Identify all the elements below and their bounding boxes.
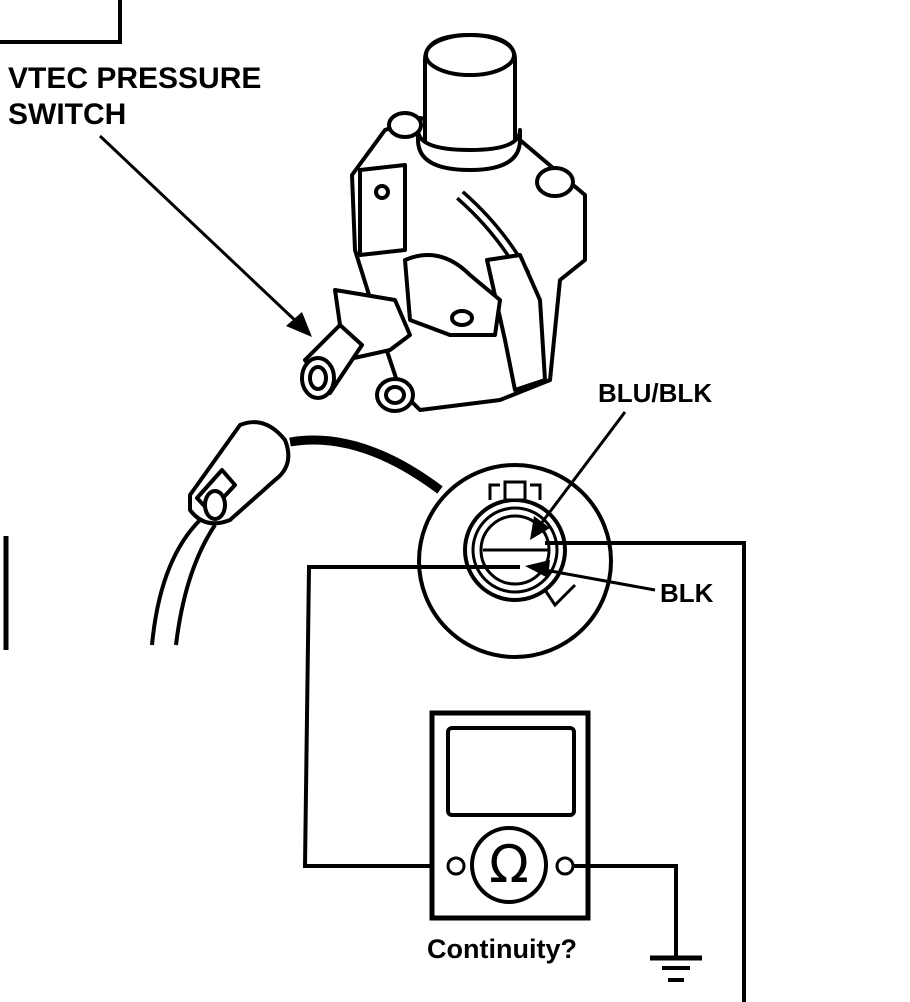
label-blu-blk: BLU/BLK <box>598 378 712 408</box>
title-line-1: VTEC PRESSURE <box>8 62 261 95</box>
title-line-2: SWITCH <box>8 98 126 131</box>
harness-connector <box>150 420 443 646</box>
meter-terminal-right <box>555 856 575 876</box>
meter-display <box>446 726 576 817</box>
probe-wire-blk <box>302 565 520 868</box>
leader-arrow-switch <box>98 134 312 337</box>
ground-wire <box>573 864 678 958</box>
vtec-pressure-switch <box>300 33 587 413</box>
probe-wire-blu-blk <box>545 541 746 1002</box>
arrow-blu-blk <box>530 411 627 540</box>
meter-caption: Continuity? <box>427 934 577 964</box>
label-blk: BLK <box>660 578 714 608</box>
terminal-detail-circle <box>417 463 613 659</box>
frame-box-top-left <box>0 0 122 44</box>
meter-terminal-left <box>446 856 466 876</box>
ohm-icon: Ω <box>489 835 529 895</box>
ground-icon <box>650 955 702 982</box>
meter-dial <box>470 826 548 904</box>
arrow-blk <box>525 560 656 592</box>
ohmmeter <box>429 710 591 921</box>
